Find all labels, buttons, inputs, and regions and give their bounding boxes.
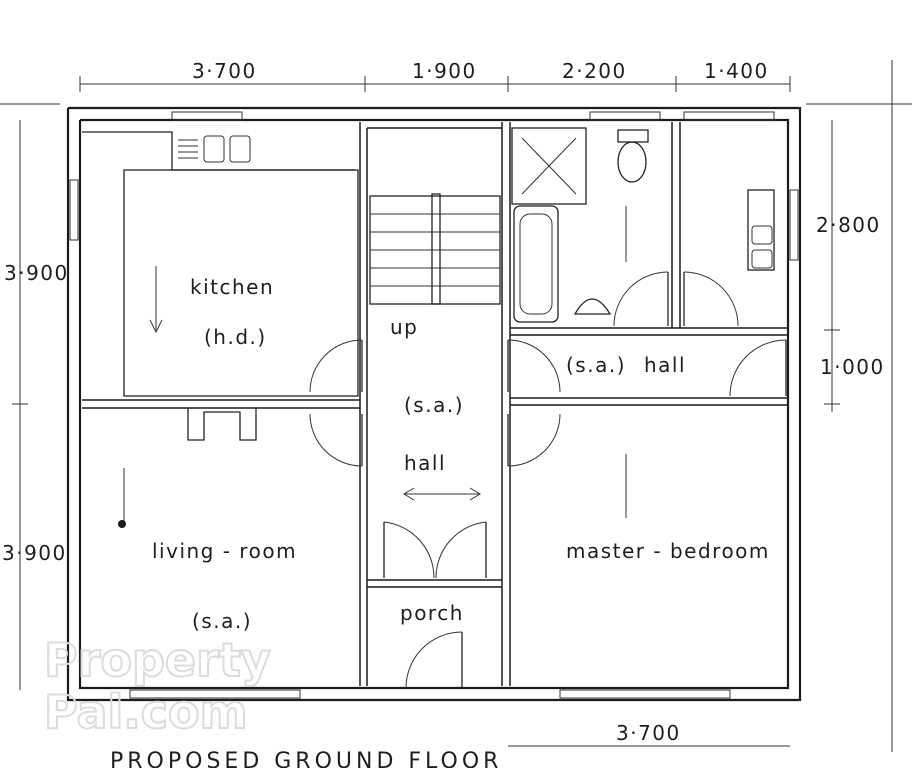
- outer-walls: [66, 106, 802, 702]
- label-hall: hall: [404, 451, 446, 475]
- dim-right-2: 1·000: [820, 355, 885, 379]
- arrows: [118, 206, 627, 528]
- label-hall-note: (s.a.): [404, 393, 464, 417]
- watermark-line-2: Pal.com: [44, 685, 248, 739]
- dim-left-1: 3·900: [4, 261, 69, 285]
- dim-top-1: 3·700: [192, 59, 257, 83]
- dim-bottom-1: 3·700: [616, 721, 681, 745]
- label-master-bedroom: master - bedroom: [566, 539, 770, 563]
- watermark-line-1: Property: [44, 633, 271, 687]
- kitchen-units: [82, 131, 359, 397]
- staircase: [369, 193, 501, 305]
- dim-top-3: 2·200: [562, 59, 627, 83]
- dimension-labels: 3·700 1·900 2·200 1·400 3·900 3·900 2·80…: [2, 59, 885, 745]
- interior-walls: [82, 122, 788, 686]
- chimney-breast: [187, 408, 257, 441]
- bathroom-fittings: [511, 127, 775, 323]
- label-porch: porch: [400, 601, 464, 625]
- label-upper-hall-note: (s.a.): [566, 353, 626, 377]
- label-living-note: (s.a.): [192, 609, 252, 633]
- dim-top-4: 1·400: [704, 59, 769, 83]
- dim-left-2: 3·900: [2, 541, 67, 565]
- label-upper-hall: hall: [644, 353, 686, 377]
- label-kitchen-note: (h.d.): [204, 325, 267, 349]
- windows: [69, 111, 799, 699]
- label-up: up: [390, 315, 418, 339]
- room-labels: kitchen (h.d.) up (s.a.) hall (s.a.) hal…: [152, 275, 770, 633]
- dim-right-1: 2·800: [816, 213, 881, 237]
- doors: [309, 271, 787, 689]
- watermark: Property Pal.com: [43, 632, 272, 740]
- dim-top-2: 1·900: [412, 59, 477, 83]
- dimension-lines: [0, 60, 912, 752]
- label-kitchen: kitchen: [190, 275, 274, 299]
- label-living-room: living - room: [152, 539, 297, 563]
- plan-caption: PROPOSED GROUND FLOOR: [110, 749, 502, 768]
